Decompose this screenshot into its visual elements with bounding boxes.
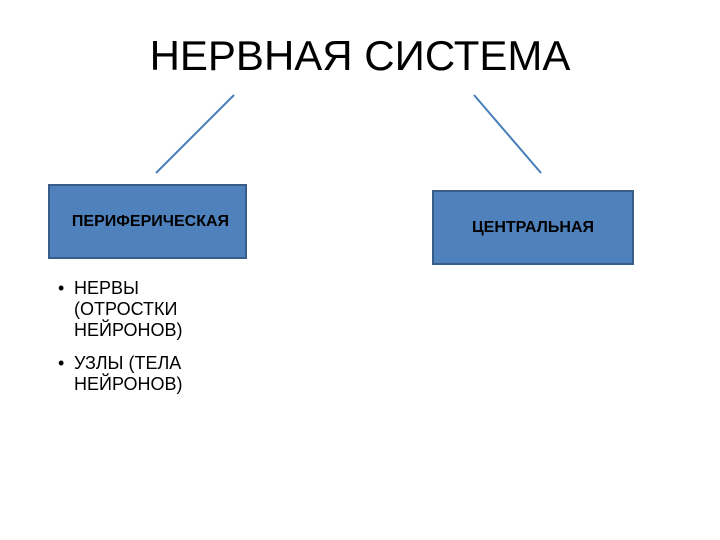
list-item: • НЕРВЫ (ОТРОСТКИ НЕЙРОНОВ): [58, 278, 228, 341]
central-box: ЦЕНТРАЛЬНАЯ: [432, 190, 634, 265]
list-item-text: НЕРВЫ (ОТРОСТКИ НЕЙРОНОВ): [74, 278, 183, 340]
bullet-point: •: [58, 353, 65, 373]
peripheral-box: ПЕРИФЕРИЧЕСКАЯ: [48, 184, 247, 259]
peripheral-list: • НЕРВЫ (ОТРОСТКИ НЕЙРОНОВ) • УЗЛЫ (ТЕЛА…: [58, 278, 228, 407]
peripheral-box-label: ПЕРИФЕРИЧЕСКАЯ: [71, 212, 230, 230]
connector-line-left: [155, 94, 235, 174]
central-box-label: ЦЕНТРАЛЬНАЯ: [471, 218, 595, 236]
bullet-point: •: [58, 278, 65, 298]
list-item: • УЗЛЫ (ТЕЛА НЕЙРОНОВ): [58, 353, 228, 395]
list-item-text: УЗЛЫ (ТЕЛА НЕЙРОНОВ): [74, 353, 183, 394]
page-title: НЕРВНАЯ СИСТЕМА: [149, 32, 571, 79]
connector-line-right: [473, 94, 542, 174]
